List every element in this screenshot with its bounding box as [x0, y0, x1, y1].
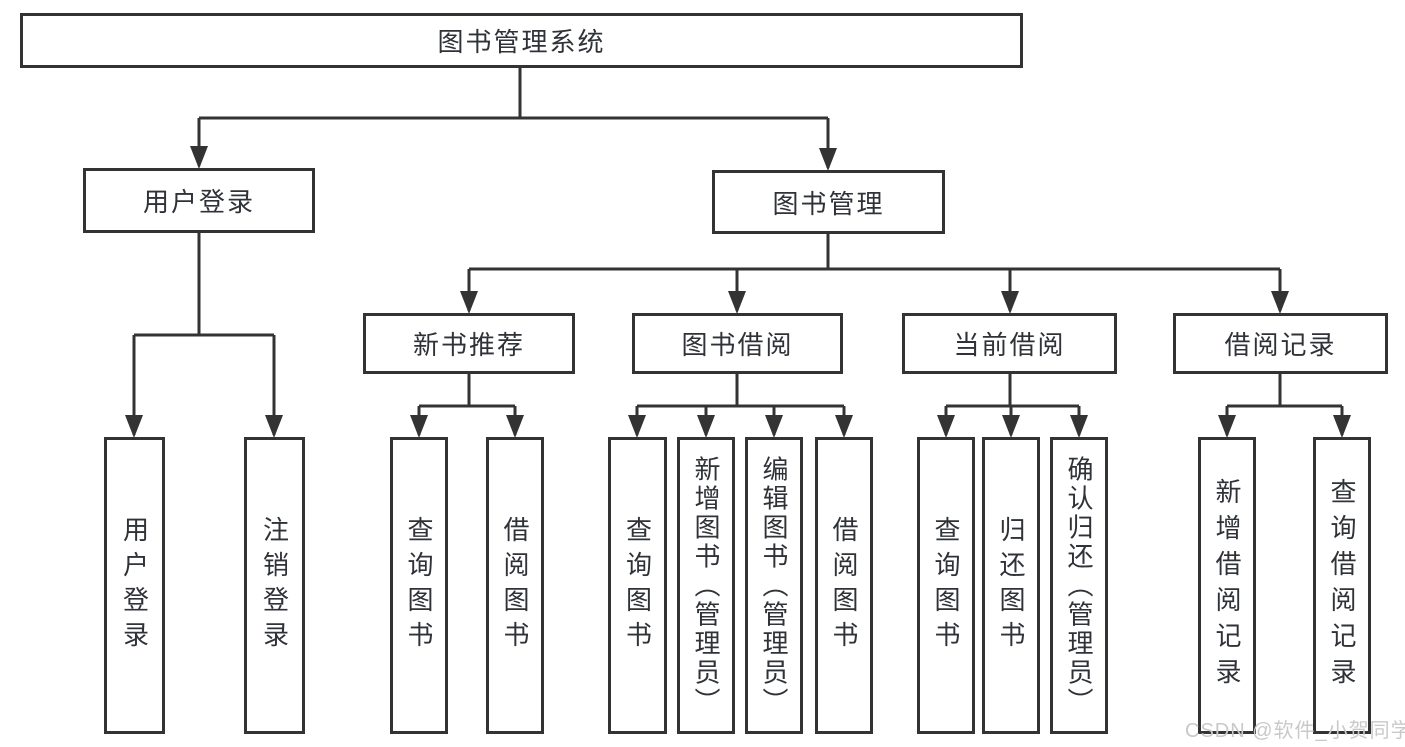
- csdn-watermark: CSDN @软件_小贺同学: [1185, 720, 1405, 742]
- node-new-book-recommend: 新书推荐: [363, 313, 575, 374]
- tree-edges: [132, 68, 1344, 435]
- leaf-user-login: 用户登录: [104, 437, 165, 734]
- leaf-current-query-books: 查询图书: [917, 437, 975, 734]
- leaf-recommend-borrow-books: 借阅图书: [486, 437, 544, 734]
- node-library-management-system: 图书管理系统: [20, 13, 1023, 68]
- leaf-current-query-books-label: 查询图书: [931, 515, 961, 656]
- leaf-current-confirm-return-admin-label: 确认归还（管理员）: [1064, 455, 1094, 716]
- node-book-management: 图书管理: [712, 170, 945, 234]
- leaf-current-return-books-label: 归还图书: [996, 515, 1026, 656]
- leaf-borrowing-edit-books-admin: 编辑图书（管理员）: [745, 437, 803, 734]
- leaf-borrowing-borrow-books-label: 借阅图书: [829, 515, 859, 656]
- leaf-borrowing-add-books-admin-label: 新增图书（管理员）: [691, 455, 721, 716]
- leaf-borrowing-borrow-books: 借阅图书: [815, 437, 873, 734]
- node-current-borrowing: 当前借阅: [902, 313, 1117, 374]
- leaf-recommend-query-books: 查询图书: [390, 437, 448, 734]
- leaf-borrowing-query-books-label: 查询图书: [622, 515, 653, 656]
- leaf-logout-label: 注销登录: [259, 515, 290, 656]
- leaf-records-add-record-label: 新增借阅记录: [1212, 477, 1242, 694]
- arrowheads: [125, 146, 1351, 438]
- leaf-records-query-record-label: 查询借阅记录: [1327, 477, 1357, 694]
- leaf-current-return-books: 归还图书: [982, 437, 1040, 734]
- leaf-current-confirm-return-admin: 确认归还（管理员）: [1050, 437, 1108, 734]
- leaf-recommend-borrow-books-label: 借阅图书: [500, 515, 530, 656]
- leaf-logout: 注销登录: [244, 437, 305, 734]
- leaf-user-login-label: 用户登录: [119, 515, 150, 656]
- leaf-records-query-record: 查询借阅记录: [1313, 437, 1371, 734]
- leaf-recommend-query-books-label: 查询图书: [404, 515, 434, 656]
- node-borrowing-records: 借阅记录: [1173, 313, 1388, 374]
- leaf-records-add-record: 新增借阅记录: [1198, 437, 1256, 734]
- node-book-borrowing: 图书借阅: [632, 313, 843, 374]
- node-user-login: 用户登录: [83, 168, 315, 233]
- leaf-borrowing-edit-books-admin-label: 编辑图书（管理员）: [759, 455, 789, 716]
- leaf-borrowing-add-books-admin: 新增图书（管理员）: [677, 437, 735, 734]
- leaf-borrowing-query-books: 查询图书: [608, 437, 667, 734]
